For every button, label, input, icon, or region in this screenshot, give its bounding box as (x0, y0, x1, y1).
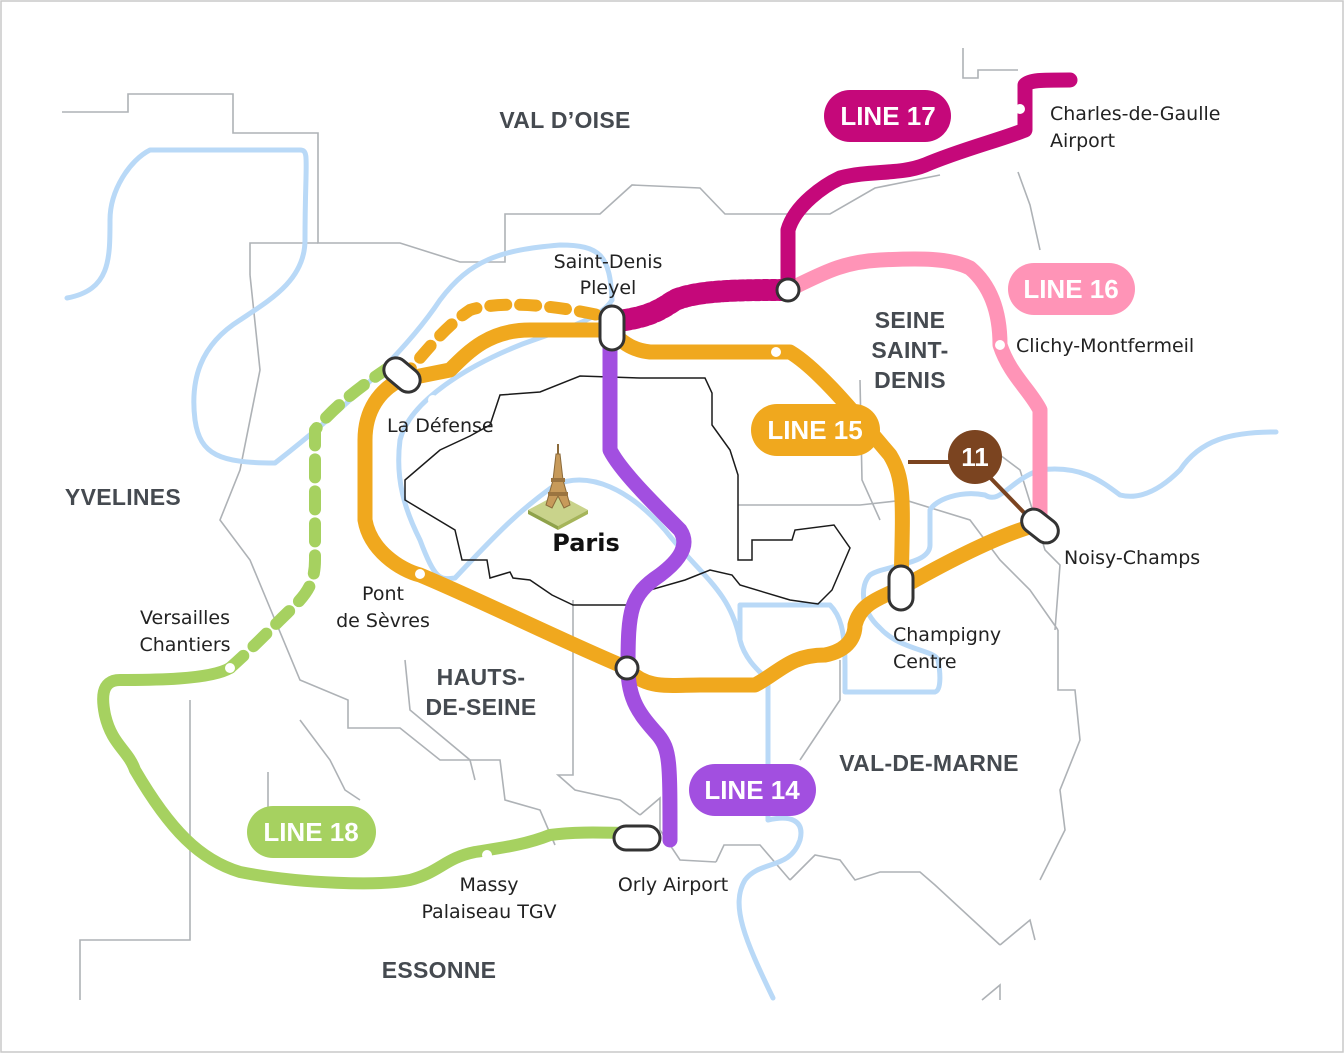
station-dot-charles-de-gaulle[interactable] (1015, 104, 1025, 114)
seine-river (64, 147, 1279, 1001)
region-val-de-marne: VAL-DE-MARNE (839, 750, 1019, 776)
line-18-route (97, 354, 636, 890)
station-marker-champigny-centre[interactable] (887, 564, 915, 612)
line-16-label: LINE 16 (1023, 274, 1118, 304)
region-seine-saint-denis-line3: DENIS (874, 367, 946, 393)
station-marker-noisy-champs[interactable] (1017, 504, 1063, 548)
station-label-massy-2: Palaiseau TGV (421, 901, 556, 923)
line-18-label: LINE 18 (263, 817, 358, 847)
line-15-label: LINE 15 (767, 415, 862, 445)
station-label-clichy-montfermeil: Clichy-Montfermeil (1016, 335, 1194, 357)
station-markers (225, 104, 1063, 860)
line-14-badge[interactable]: LINE 14 (689, 764, 816, 816)
region-essonne: ESSONNE (382, 957, 497, 983)
station-label-pont-de-sevres-1: Pont (362, 583, 404, 605)
station-label-versailles-2: Chantiers (139, 634, 230, 656)
station-dot-clichy-montfermeil[interactable] (995, 340, 1005, 350)
region-val-doise: VAL D’OISE (499, 107, 630, 133)
station-label-noisy-champs: Noisy-Champs (1064, 547, 1200, 569)
station-label-charles-de-gaulle-1: Charles-de-Gaulle (1050, 103, 1220, 125)
line-16-route (780, 251, 1048, 533)
station-label-champigny-1: Champigny (893, 624, 1001, 646)
station-dot-la-defense[interactable] (428, 395, 438, 405)
station-marker-pleyel-east[interactable] (775, 277, 801, 303)
region-hauts-de-seine-line2: DE-SEINE (425, 694, 536, 720)
line-17-route (614, 72, 1078, 331)
station-dot-versailles-chantiers[interactable] (225, 663, 235, 673)
line-17-badge[interactable]: LINE 17 (824, 90, 951, 142)
station-marker-saint-denis-pleyel[interactable] (598, 304, 626, 352)
line-11-badge[interactable]: 11 (948, 430, 1002, 484)
line-16-badge[interactable]: LINE 16 (1008, 263, 1135, 315)
station-label-versailles-1: Versailles (140, 607, 230, 629)
line-18-badge[interactable]: LINE 18 (247, 806, 376, 858)
line-17-label: LINE 17 (840, 101, 935, 131)
station-label-champigny-2: Centre (893, 651, 957, 673)
station-label-massy-1: Massy (459, 874, 518, 896)
station-marker-la-defense[interactable] (379, 353, 425, 397)
line-11-label: 11 (961, 442, 989, 472)
station-marker-line14-15[interactable] (614, 655, 640, 681)
station-dot-pont-de-sevres[interactable] (415, 569, 425, 579)
station-dot-massy-palaiseau[interactable] (482, 850, 492, 860)
city-label-paris: Paris (552, 529, 620, 557)
department-borders (62, 48, 1081, 1001)
line-15-route (357, 298, 1044, 693)
station-label-la-defense: La Défense (387, 415, 494, 437)
station-label-charles-de-gaulle-2: Airport (1050, 130, 1115, 152)
station-dot-line15-north[interactable] (771, 347, 781, 357)
line-14-route (602, 310, 692, 848)
station-label-saint-denis-pleyel-1: Saint-Denis (554, 251, 663, 273)
line-15-badge[interactable]: LINE 15 (751, 404, 880, 456)
station-label-saint-denis-pleyel-2: Pleyel (580, 277, 637, 299)
region-seine-saint-denis-line2: SAINT- (871, 337, 948, 363)
paris-boundary (404, 375, 851, 606)
station-label-pont-de-sevres-2: de Sèvres (336, 610, 430, 632)
region-seine-saint-denis-line1: SEINE (875, 307, 946, 333)
region-hauts-de-seine-line1: HAUTS- (437, 664, 526, 690)
region-yvelines: YVELINES (65, 484, 181, 510)
line-14-label: LINE 14 (704, 775, 800, 805)
station-label-orly-airport: Orly Airport (618, 874, 728, 896)
eiffel-tower-icon (528, 444, 588, 530)
station-marker-orly-airport[interactable] (612, 824, 662, 852)
